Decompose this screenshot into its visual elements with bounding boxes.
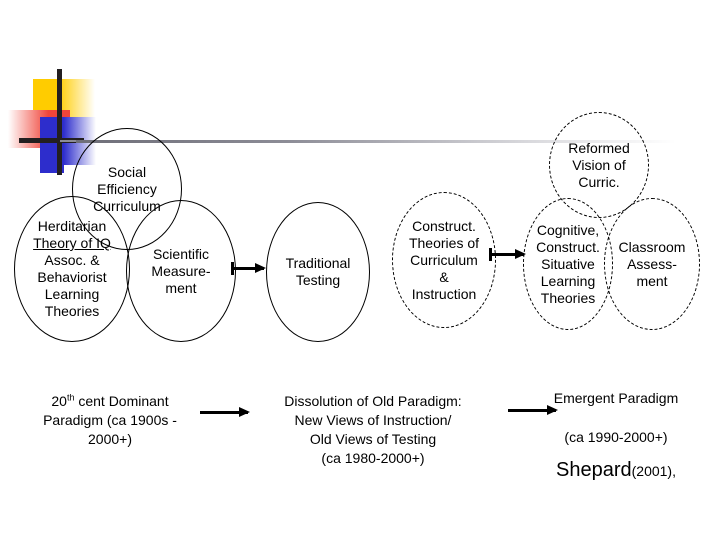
caption-dissolution-of-old-paradigm: Dissolution of Old Paradigm: New Views o…	[284, 393, 462, 466]
caption-dominant-paradigm: 20th cent Dominant Paradigm (ca 1900s - …	[10, 392, 210, 449]
arrow-icon-measurement-to-testing	[231, 262, 266, 275]
node-scientific-measurement[interactable]: Scientific Measure- ment	[126, 200, 236, 342]
caption-century-number: 20	[51, 393, 67, 409]
node-hereditarian-theory-of-iq[interactable]: Herditarian Theory of IQ Assoc. & Behavi…	[14, 196, 130, 342]
node-reformed-vision-of-curric[interactable]: Reformed Vision of Curric.	[549, 112, 649, 218]
node-label: Herditarian Theory of IQ Assoc. & Behavi…	[31, 218, 113, 320]
node-label: Classroom Assess- ment	[618, 238, 686, 289]
citation-author: Shepard	[556, 459, 632, 481]
node-label: Construct. Theories of Curriculum & Inst…	[408, 217, 480, 302]
caption-emergent-paradigm: Emergent Paradigm	[553, 390, 679, 406]
node-label: Social Efficiency Curriculum	[93, 163, 161, 214]
node-label-rest: Assoc. & Behaviorist Learning Theories	[37, 252, 107, 319]
node-label: Cognitive, Construct. Situative Learning…	[536, 221, 600, 306]
divider-left-stub	[60, 140, 80, 142]
node-constructivist-theories-of-curriculum-and-instruction[interactable]: Construct. Theories of Curriculum & Inst…	[392, 192, 496, 328]
arrow-icon-dissolution-to-emergent	[508, 405, 558, 415]
logo-vertical-bar	[57, 69, 62, 175]
node-cognitive-constructivist-situative-learning-theories[interactable]: Cognitive, Construct. Situative Learning…	[523, 198, 613, 330]
node-label: Reformed Vision of Curric.	[568, 139, 630, 190]
node-social-efficiency-curriculum[interactable]: Social Efficiency Curriculum	[72, 128, 182, 250]
arrow-icon-constructivist-to-cognitive	[489, 248, 526, 261]
logo-horizontal-bar	[19, 138, 84, 143]
caption-emergent-paradigm-dates: (ca 1990-2000+)	[564, 429, 668, 445]
caption-century-ordinal: th	[66, 392, 75, 403]
caption-dominant-paradigm-text: cent Dominant Paradigm (ca 1900s - 2000+…	[43, 393, 177, 447]
citation-year: (2001),	[631, 463, 676, 479]
node-traditional-testing[interactable]: Traditional Testing	[266, 202, 370, 342]
arrow-icon-dominant-to-dissolution	[200, 407, 250, 417]
node-classroom-assessment[interactable]: Classroom Assess- ment	[604, 198, 700, 330]
node-label: Traditional Testing	[285, 255, 351, 288]
node-label: Scientific Measure- ment	[151, 245, 211, 296]
node-label-line2-underlined: Theory of IQ	[33, 235, 111, 251]
node-label-line1: Herditarian	[37, 218, 107, 234]
citation: Shepard(2001),	[520, 459, 712, 482]
header-divider-rule	[76, 140, 676, 143]
